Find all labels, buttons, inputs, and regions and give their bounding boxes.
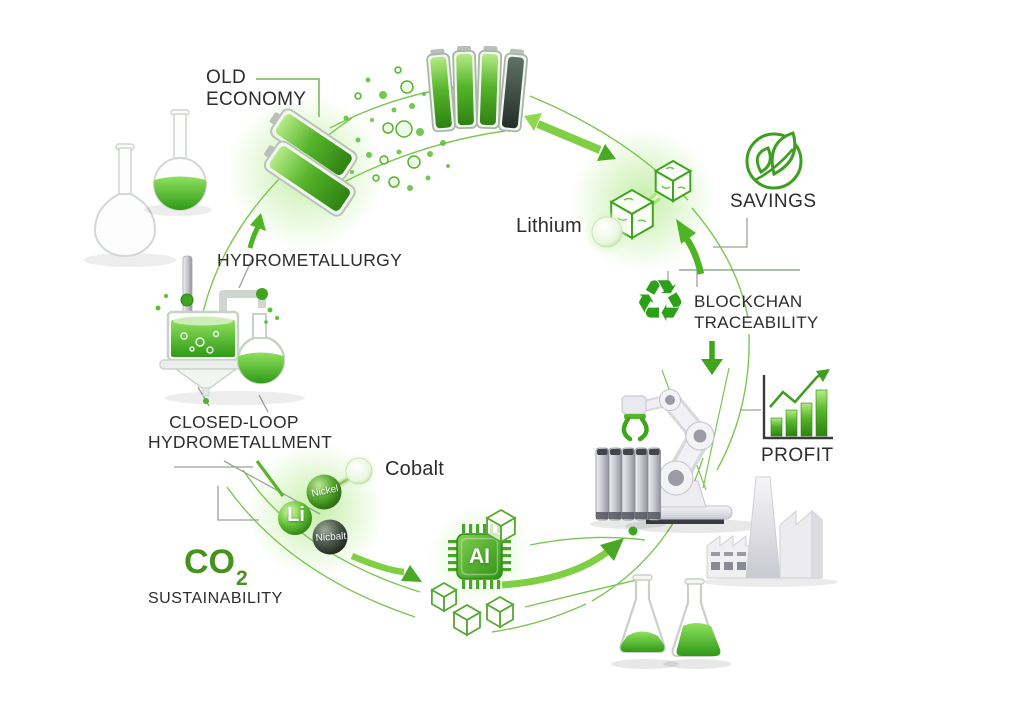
profit-chart-icon: [762, 369, 833, 440]
leaf-circle-icon: [745, 131, 803, 190]
glass-flasks-icon: [84, 109, 212, 267]
blockchain-line1: BLOCKCHAN: [694, 292, 803, 311]
closed-loop-label: CLOSED-LOOP HYDROMETALLMENT: [148, 412, 333, 452]
co2-label: CO2: [184, 543, 248, 590]
profit-label: PROFIT: [761, 445, 834, 466]
co2-subscript: 2: [236, 566, 248, 590]
battery-pack-icon: [426, 45, 529, 133]
cobalt-label: Cobalt: [385, 458, 445, 480]
closed-loop-line2: HYDROMETALLMENT: [148, 432, 333, 452]
ai-chip-icon: [448, 524, 511, 589]
savings-label: SAVINGS: [730, 191, 817, 212]
blockchain-label: BLOCKCHAN TRACEABILITY: [694, 291, 819, 333]
co2-base: CO: [184, 543, 235, 581]
old-economy-line1: OLD: [206, 67, 246, 88]
lithium-cubes-icon: [585, 159, 693, 254]
old-economy-line2: ECONOMY: [206, 89, 307, 110]
old-batteries-icon: [263, 108, 358, 217]
erlenmeyer-flasks-icon: [611, 574, 731, 669]
reactor-icon: [155, 255, 305, 405]
double-arrow-icon: [524, 113, 616, 161]
lithium-label: Lithium: [516, 215, 582, 237]
recycle-icon: ♻: [634, 267, 686, 335]
factory-icon: [702, 476, 838, 587]
data-cubes-icon: [430, 508, 517, 637]
hydrometallurgy-label: HYDROMETALLURGY: [217, 250, 403, 270]
sustainability-label: SUSTAINABILITY: [148, 590, 283, 607]
blockchain-line2: TRACEABILITY: [694, 313, 819, 332]
molecule-spheres-icon: [278, 454, 376, 555]
connector-lines: [174, 78, 800, 521]
ai-chip-label: AI: [469, 545, 490, 568]
battery-cylinders-icon: [590, 447, 666, 536]
old-economy-label: OLD ECONOMY: [206, 67, 306, 111]
flow-arrows: [247, 213, 723, 589]
closed-loop-line1: CLOSED-LOOP: [169, 412, 299, 432]
li-sphere-label: Li: [287, 504, 305, 526]
